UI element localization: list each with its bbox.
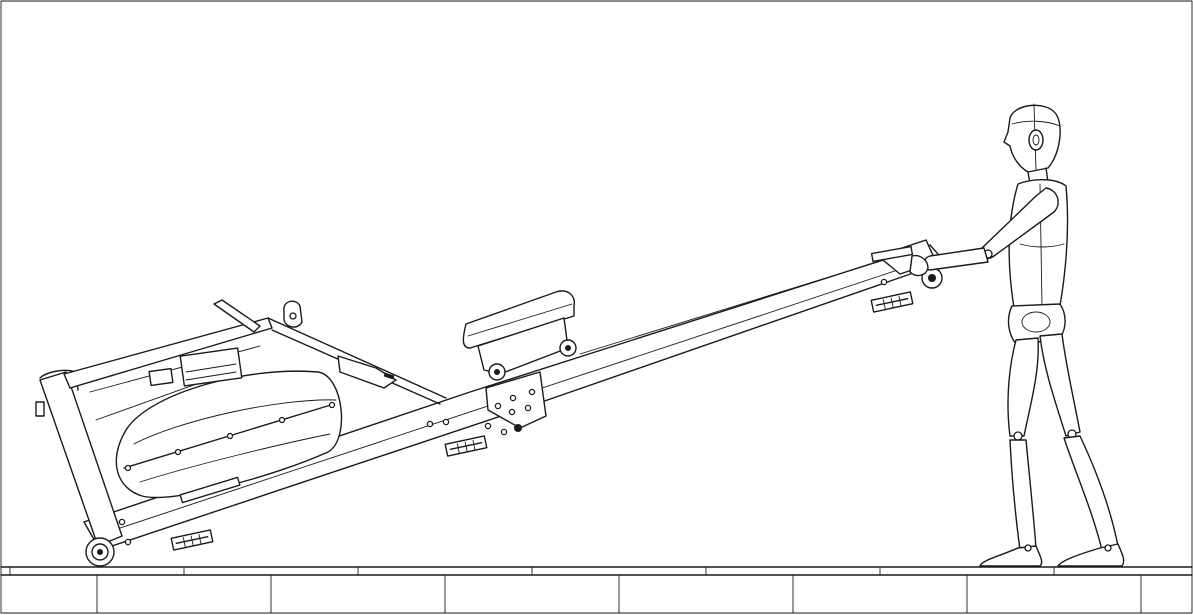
- joint-plate: [426, 371, 547, 436]
- seat: [462, 290, 577, 381]
- footrest: [337, 355, 397, 389]
- console: [148, 299, 261, 387]
- human-figure-icon: [909, 103, 1125, 567]
- rear-wheel: [85, 518, 132, 567]
- rowing-machine-icon: [35, 239, 946, 567]
- figure-leg-front: [1024, 333, 1125, 567]
- rear-frame: [35, 317, 447, 547]
- water-tank: [115, 370, 343, 504]
- floor-scale-strip: [0, 566, 1193, 614]
- figure-arm: [909, 187, 1059, 277]
- figure-leg-back: [979, 337, 1043, 567]
- handle-hook: [283, 300, 303, 328]
- figure-head: [1003, 103, 1061, 185]
- support-feet: [170, 291, 914, 551]
